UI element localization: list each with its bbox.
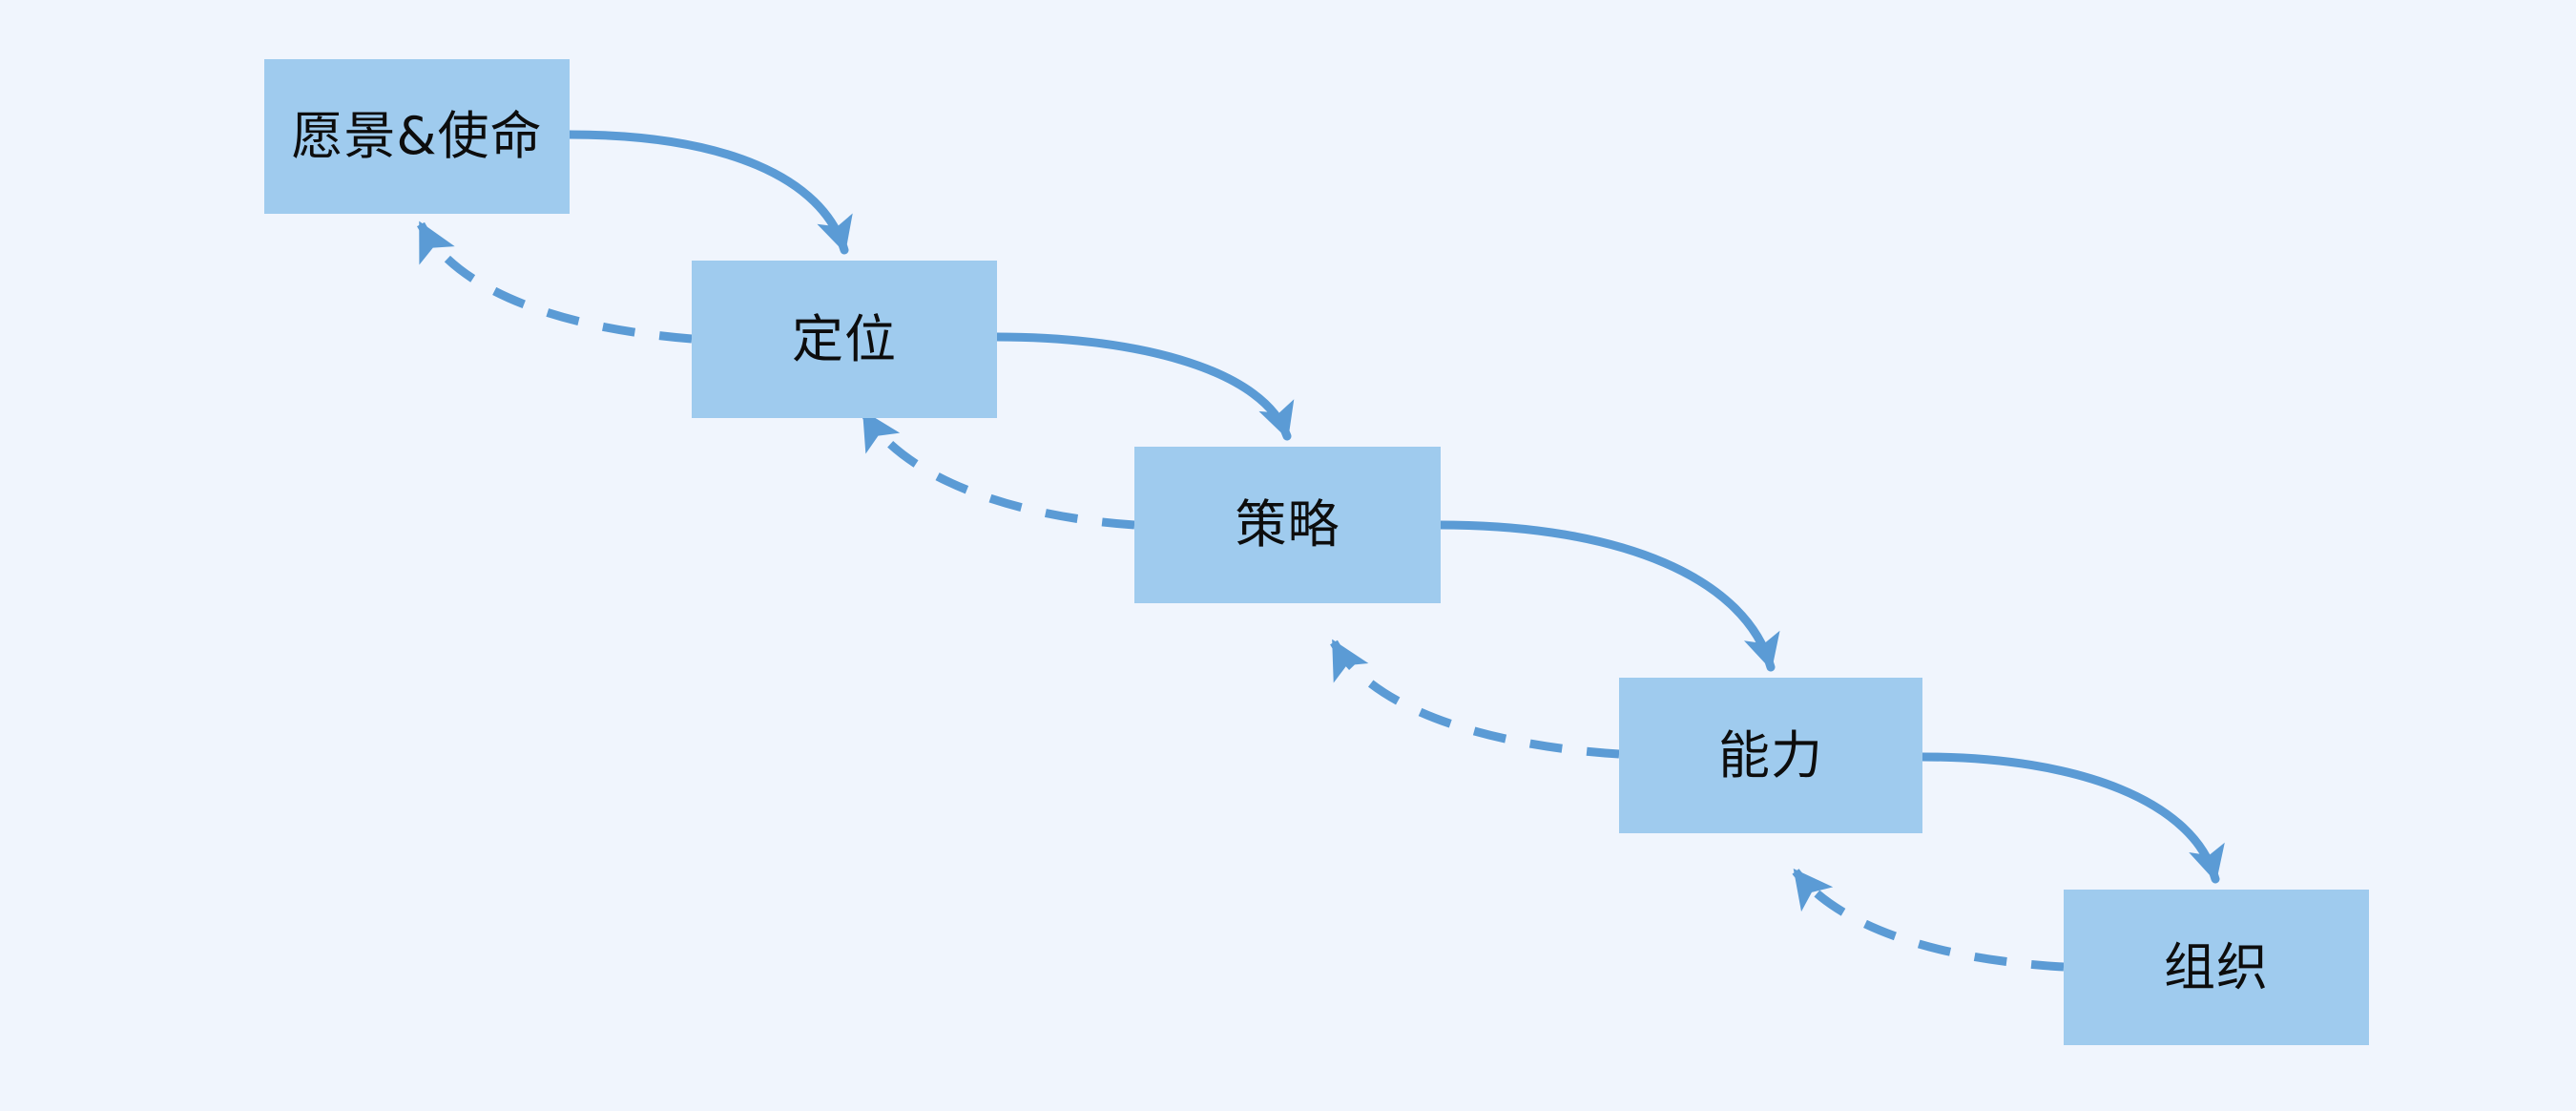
node-capability[interactable]: 能力 bbox=[1619, 678, 1922, 833]
node-vision[interactable]: 愿景&使命 bbox=[264, 59, 570, 214]
edge-strategy-to-capability bbox=[1436, 520, 1780, 672]
edge-organization-to-capability bbox=[1792, 869, 2065, 972]
node-vision-label: 愿景&使命 bbox=[291, 106, 543, 166]
node-organization-label: 组织 bbox=[2164, 936, 2269, 997]
node-organization[interactable]: 组织 bbox=[2064, 890, 2369, 1045]
node-strategy[interactable]: 策略 bbox=[1134, 447, 1441, 603]
node-capability-label: 能力 bbox=[1718, 724, 1823, 786]
edge-strategy-to-positioning bbox=[861, 409, 1135, 530]
node-positioning-label: 定位 bbox=[792, 308, 897, 369]
node-strategy-label: 策略 bbox=[1235, 494, 1340, 555]
edge-capability-to-organization bbox=[1918, 752, 2225, 884]
node-positioning[interactable]: 定位 bbox=[692, 261, 997, 418]
edge-positioning-to-strategy bbox=[992, 332, 1295, 441]
edge-positioning-to-vision bbox=[417, 220, 693, 344]
edge-capability-to-strategy bbox=[1330, 639, 1620, 759]
edge-vision-to-positioning bbox=[565, 130, 853, 255]
